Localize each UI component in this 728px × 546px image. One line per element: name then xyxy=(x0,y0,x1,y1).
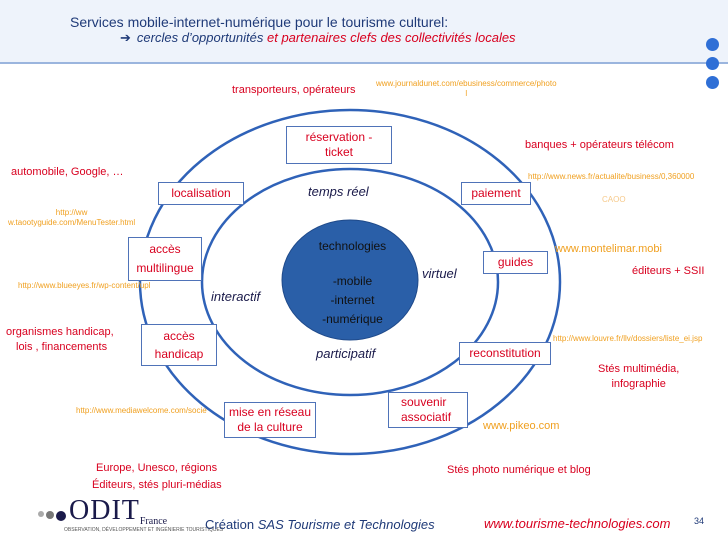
box-line: multilingue xyxy=(136,261,194,275)
header-rule xyxy=(0,62,728,64)
box-acces-handicap: accès handicap xyxy=(141,324,217,366)
page-number: 34 xyxy=(694,516,705,526)
arrow-right-icon: ➔ xyxy=(120,30,131,45)
box-guides: guides xyxy=(483,251,548,274)
footer-credit: Création SAS Tourisme et Technologies xyxy=(205,517,435,532)
partner-line: Europe, Unesco, régions xyxy=(96,462,218,474)
credit-prefix: Création xyxy=(205,517,255,532)
subtitle-highlight: et partenaires clefs des collectivités l… xyxy=(267,30,516,45)
core-numerique: -numérique xyxy=(322,312,383,326)
url-line: www.journaldunet.com/ebusiness/commerce/… xyxy=(376,79,557,88)
credit-company: SAS Tourisme et Technologies xyxy=(257,517,435,532)
partner-line: Éditeurs, stés pluri-médias xyxy=(92,479,222,491)
box-line: accès xyxy=(163,329,195,343)
url-taooty[interactable]: http://ww w.taootyguide.com/MenuTester.h… xyxy=(8,208,135,228)
label-participatif: participatif xyxy=(316,346,376,361)
box-souvenir-associatif: souvenir associatif xyxy=(388,392,468,428)
url-blueeyes[interactable]: http://www.blueeyes.fr/wp-content/upl xyxy=(18,281,151,290)
logo-word: ODIT xyxy=(69,495,140,526)
core-technologies: technologies xyxy=(318,239,387,253)
url-montelimar[interactable]: www.montelimar.mobi xyxy=(555,243,662,255)
partner-automobile: automobile, Google, … xyxy=(11,166,124,178)
decorative-dots xyxy=(702,38,722,95)
dot-icon xyxy=(705,57,719,70)
box-paiement: paiement xyxy=(461,182,531,205)
core-internet: -internet xyxy=(330,293,375,307)
slide-title: Services mobile-internet-numérique pour … xyxy=(70,14,449,30)
box-reservation-ticket: réservation - ticket xyxy=(286,126,392,164)
url-line: http://ww xyxy=(55,208,88,217)
box-mise-en-reseau: mise en réseau de la culture xyxy=(224,402,316,438)
partner-europe: Europe, Unesco, régions Éditeurs, stés p… xyxy=(92,460,222,494)
box-line: accès xyxy=(149,242,181,256)
partner-banques: banques + opérateurs télécom xyxy=(525,139,674,151)
partner-line: lois , financements xyxy=(16,341,108,353)
partner-editeurs-ssii: éditeurs + SSII xyxy=(632,265,705,277)
label-temps-reel: temps réel xyxy=(308,184,369,199)
partner-line: organismes handicap, xyxy=(6,326,114,338)
box-line: mise en réseau xyxy=(228,405,312,419)
core-circle xyxy=(281,219,419,341)
url-pikeo[interactable]: www.pikeo.com xyxy=(483,420,560,432)
partner-line: infographie xyxy=(611,378,666,390)
url-louvre[interactable]: http://www.louvre.fr/llv/dossiers/liste_… xyxy=(553,334,703,343)
partner-multimedia: Stés multimédia, infographie xyxy=(598,362,679,392)
box-line: handicap xyxy=(154,347,204,361)
url-line: w.taootyguide.com/MenuTester.html xyxy=(8,218,136,227)
box-line: associatif xyxy=(401,410,452,424)
dot-icon xyxy=(705,76,719,89)
header-band xyxy=(0,0,728,62)
logo-france: France xyxy=(139,516,168,527)
slide-subtitle: ➔ cercles d’opportunités et partenaires c… xyxy=(120,30,516,46)
url-news[interactable]: http://www.news.fr/actualite/business/0,… xyxy=(528,172,695,181)
label-interactif: interactif xyxy=(211,289,261,304)
core-mobile: -mobile xyxy=(332,274,373,288)
url-mediawelcome[interactable]: http://www.mediawelcome.com/socie xyxy=(76,406,207,415)
dot-icon xyxy=(705,38,719,51)
odit-france-logo: ODIT France OBSERVATION, DÉVELOPPEMENT E… xyxy=(38,495,223,533)
logo-dots xyxy=(38,511,66,521)
box-acces-multilingue: accès multilingue xyxy=(128,237,202,281)
partner-line: Stés multimédia, xyxy=(598,363,680,375)
url-caoo: CAOO xyxy=(602,195,626,204)
subtitle-prefix: cercles d’opportunités xyxy=(136,30,264,45)
partner-transporteurs: transporteurs, opérateurs xyxy=(232,84,356,96)
url-journaldunet[interactable]: www.journaldunet.com/ebusiness/commerce/… xyxy=(376,79,557,99)
logo-tagline: OBSERVATION, DÉVELOPPEMENT ET INGÉNIERIE… xyxy=(64,527,224,533)
partner-organismes: organismes handicap, lois , financements xyxy=(6,325,114,355)
label-virtuel: virtuel xyxy=(422,266,457,281)
box-reconstitution: reconstitution xyxy=(459,342,551,365)
box-line: souvenir xyxy=(401,395,447,409)
box-line: de la culture xyxy=(237,420,303,434)
box-localisation: localisation xyxy=(158,182,244,205)
url-line: l xyxy=(465,89,468,98)
outer-ring xyxy=(138,108,562,456)
partner-photo: Stés photo numérique et blog xyxy=(447,464,591,476)
footer-url[interactable]: www.tourisme-technologies.com xyxy=(484,516,671,531)
